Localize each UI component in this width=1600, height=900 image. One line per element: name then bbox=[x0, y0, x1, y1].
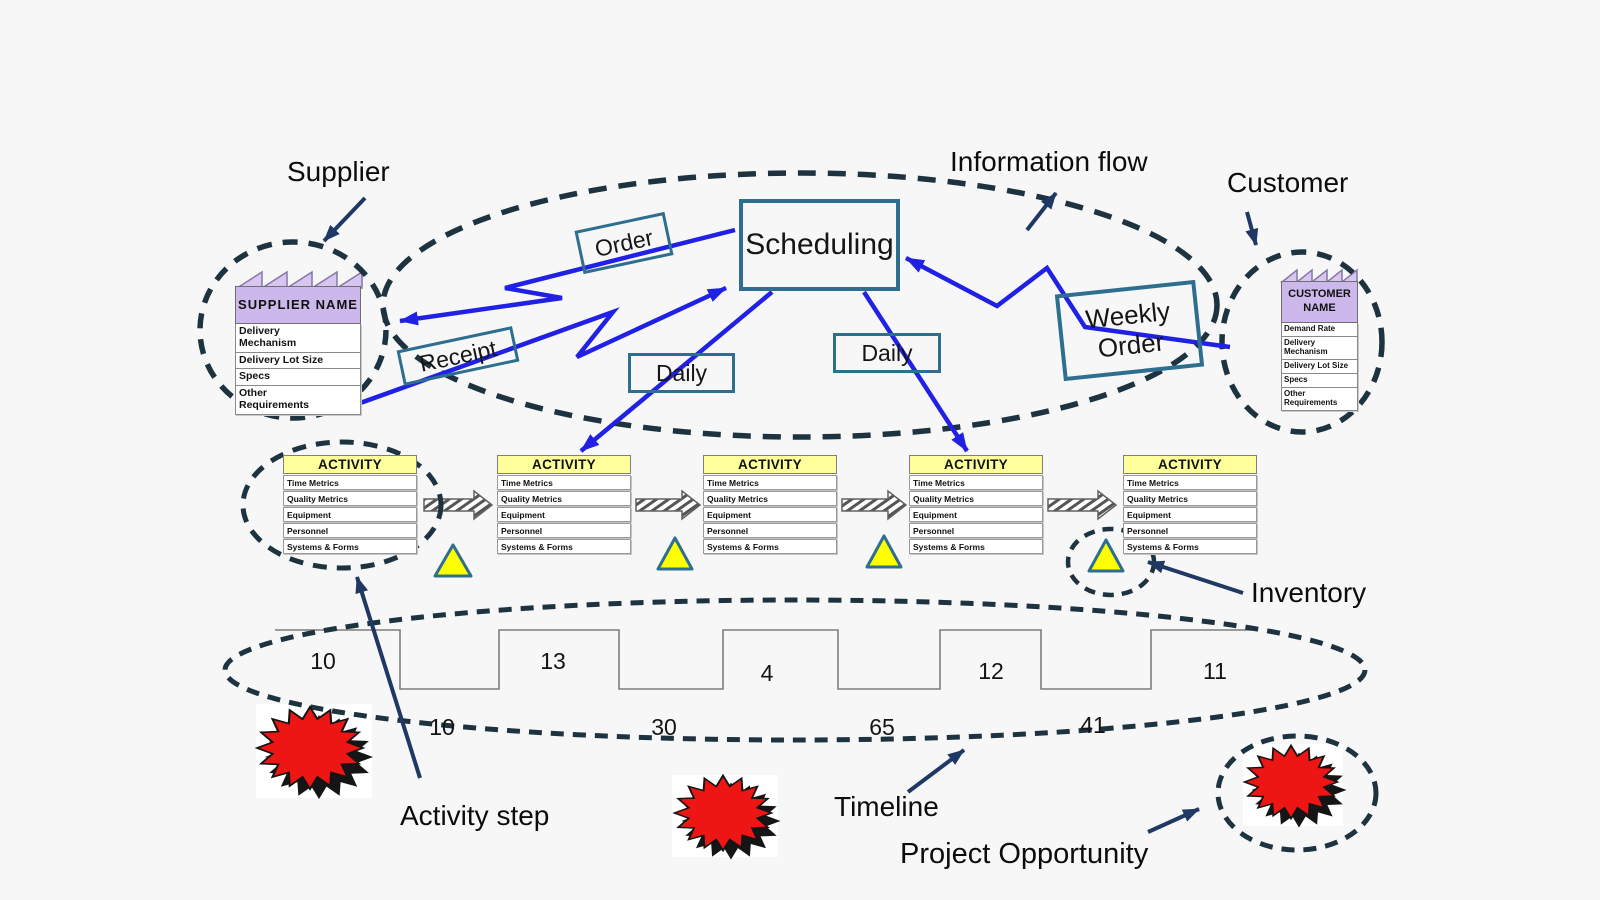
inventory-triangle-icon bbox=[865, 534, 903, 569]
activity-row: Systems & Forms bbox=[1123, 539, 1257, 554]
activity-header: ACTIVITY bbox=[283, 455, 417, 474]
activity-header: ACTIVITY bbox=[497, 455, 631, 474]
activity-header: ACTIVITY bbox=[909, 455, 1043, 474]
supplier-row: Specs bbox=[235, 369, 361, 386]
process-flow-arrow-icon bbox=[1047, 489, 1118, 521]
information-flow-label: Information flow bbox=[950, 146, 1148, 177]
activity-row: Equipment bbox=[497, 507, 631, 522]
activity-box-3: ACTIVITY Time Metrics Quality Metrics Eq… bbox=[703, 455, 837, 554]
activity-row: Equipment bbox=[1123, 507, 1257, 522]
timeline-value: 11 bbox=[1203, 658, 1227, 684]
activity-row: Time Metrics bbox=[283, 475, 417, 490]
customer-row: Delivery Mechanism bbox=[1281, 336, 1358, 360]
activity-box-5: ACTIVITY Time Metrics Quality Metrics Eq… bbox=[1123, 455, 1257, 554]
activity-step-highlight-circle bbox=[240, 439, 444, 571]
inventory-label: Inventory bbox=[1251, 577, 1367, 608]
project-opportunity-label: Project Opportunity bbox=[900, 838, 1149, 870]
activity-row: Equipment bbox=[283, 507, 417, 522]
process-flow-arrow-icon bbox=[841, 489, 908, 521]
timeline-label: Timeline bbox=[834, 791, 939, 822]
scheduling-box: Scheduling bbox=[739, 199, 900, 291]
supplier-label: Supplier bbox=[287, 156, 390, 187]
supplier-name-header: SUPPLIER NAME bbox=[235, 286, 361, 324]
activity-row: Systems & Forms bbox=[703, 539, 837, 554]
activity-row: Quality Metrics bbox=[497, 491, 631, 506]
activity-row: Systems & Forms bbox=[909, 539, 1043, 554]
activity-header: ACTIVITY bbox=[703, 455, 837, 474]
activity-row: Time Metrics bbox=[703, 475, 837, 490]
process-flow-arrow-icon bbox=[423, 489, 494, 521]
activity-header: ACTIVITY bbox=[1123, 455, 1257, 474]
activity-row: Time Metrics bbox=[909, 475, 1043, 490]
timeline-value: 12 bbox=[978, 658, 1004, 684]
daily-box-left: Daily bbox=[628, 353, 735, 393]
timeline-value: 13 bbox=[540, 648, 566, 674]
customer-name-header: CUSTOMER NAME bbox=[1281, 281, 1358, 323]
timeline-value: 65 bbox=[869, 714, 895, 740]
inventory-triangle-icon bbox=[656, 536, 694, 571]
timeline-value: 4 bbox=[760, 660, 774, 686]
timeline-step-line bbox=[275, 629, 1256, 690]
activity-row: Equipment bbox=[909, 507, 1043, 522]
supplier-row: Delivery Mechanism bbox=[235, 324, 361, 353]
timeline-value: 10 bbox=[429, 714, 455, 740]
activity-box-2: ACTIVITY Time Metrics Quality Metrics Eq… bbox=[497, 455, 631, 554]
process-flow-arrow-icon bbox=[635, 489, 702, 521]
activity-row: Time Metrics bbox=[1123, 475, 1257, 490]
activity-row: Systems & Forms bbox=[283, 539, 417, 554]
project-opportunity-highlight-circle bbox=[1215, 733, 1379, 853]
timeline-boundary-ellipse bbox=[222, 597, 1368, 743]
activity-row: Quality Metrics bbox=[703, 491, 837, 506]
inventory-triangle-icon bbox=[1087, 538, 1125, 573]
customer-row: Specs bbox=[1281, 373, 1358, 388]
supplier-row: Delivery Lot Size bbox=[235, 352, 361, 370]
customer-row: Delivery Lot Size bbox=[1281, 359, 1358, 374]
customer-factory-roof-icon bbox=[1279, 268, 1358, 284]
activity-row: Quality Metrics bbox=[909, 491, 1043, 506]
timeline-value: 41 bbox=[1080, 712, 1106, 738]
activity-box-1: ACTIVITY Time Metrics Quality Metrics Eq… bbox=[283, 455, 417, 554]
starburst-card bbox=[1243, 744, 1343, 826]
timeline-value: 30 bbox=[651, 714, 677, 740]
activity-row: Quality Metrics bbox=[1123, 491, 1257, 506]
starburst-card bbox=[672, 775, 778, 857]
daily-box-right: Daily bbox=[833, 333, 941, 373]
activity-row: Quality Metrics bbox=[283, 491, 417, 506]
starburst-card bbox=[256, 704, 372, 798]
supplier-row: Other Requirements bbox=[235, 386, 361, 415]
supplier-data-box: SUPPLIER NAME Delivery Mechanism Deliver… bbox=[235, 286, 361, 415]
customer-row: Demand Rate bbox=[1281, 323, 1358, 337]
activity-row: Systems & Forms bbox=[497, 539, 631, 554]
activity-row: Personnel bbox=[703, 523, 837, 538]
activity-row: Equipment bbox=[703, 507, 837, 522]
activity-row: Personnel bbox=[497, 523, 631, 538]
activity-row: Personnel bbox=[909, 523, 1043, 538]
activity-row: Time Metrics bbox=[497, 475, 631, 490]
customer-row: Other Requirements bbox=[1281, 387, 1358, 411]
activity-box-4: ACTIVITY Time Metrics Quality Metrics Eq… bbox=[909, 455, 1043, 554]
inventory-triangle-icon bbox=[433, 543, 473, 578]
activity-step-label: Activity step bbox=[400, 800, 550, 831]
customer-data-box: CUSTOMER NAME Demand Rate Delivery Mecha… bbox=[1281, 281, 1358, 411]
timeline-value: 10 bbox=[310, 648, 336, 674]
customer-label: Customer bbox=[1227, 167, 1349, 198]
activity-row: Personnel bbox=[1123, 523, 1257, 538]
activity-row: Personnel bbox=[283, 523, 417, 538]
weekly-order-box: Weekly Order bbox=[1054, 279, 1205, 382]
